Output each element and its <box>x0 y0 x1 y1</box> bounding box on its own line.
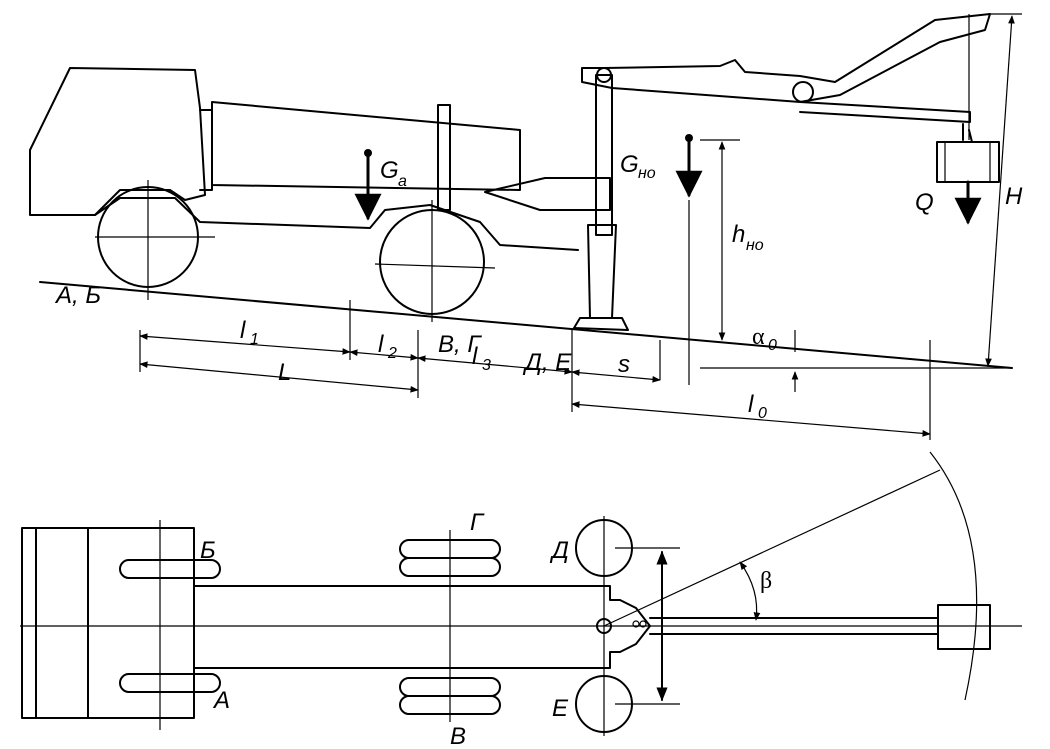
dim-l2 <box>349 349 419 361</box>
truck-cab <box>29 67 206 216</box>
label-l2: l <box>378 331 384 358</box>
body-post <box>437 104 451 211</box>
label-plan-e: Е <box>552 695 569 722</box>
label-l0-sub: 0 <box>758 405 767 422</box>
dim-L <box>139 361 419 393</box>
label-de: Д, Е <box>522 349 572 376</box>
boom-lower-arm <box>799 101 971 123</box>
dim-l0 <box>571 401 931 437</box>
label-alpha-sub: 0 <box>768 337 777 354</box>
label-gno-sub: но <box>638 165 656 182</box>
crane-boom <box>581 13 991 103</box>
label-ga-sub: a <box>398 173 407 190</box>
plan-wheel-a <box>119 673 221 693</box>
dim-H <box>985 15 1015 367</box>
plan-frame <box>193 585 651 669</box>
label-l2-sub: 2 <box>387 345 397 362</box>
label-hno-sub: но <box>746 237 764 254</box>
dim-s <box>571 369 661 383</box>
swing-arc <box>929 451 978 701</box>
label-l0: l <box>748 391 754 418</box>
label-H: H <box>1005 183 1023 210</box>
label-ga: G <box>380 157 399 184</box>
label-plan-b: Б <box>200 537 216 564</box>
plan-pivot <box>596 618 612 634</box>
plan-cab <box>21 527 195 719</box>
label-L: L <box>278 359 291 386</box>
crane-column <box>595 74 613 236</box>
label-ab: А, Б <box>54 282 101 309</box>
gno-point <box>685 134 693 142</box>
plan-view: Б А Г В Д Е β <box>20 451 1022 749</box>
label-l3-sub: 3 <box>482 357 491 374</box>
label-plan-v: В <box>450 723 466 749</box>
label-hno: h <box>732 221 745 248</box>
outrigger-leg <box>573 224 629 331</box>
label-beta: β <box>760 568 772 594</box>
label-l1: l <box>240 317 246 344</box>
plan-load <box>937 604 991 650</box>
chassis <box>94 197 579 251</box>
plan-wheel-b <box>119 559 221 579</box>
plan-boom <box>649 617 939 635</box>
ga-point <box>364 149 372 157</box>
dim-l1 <box>139 333 351 355</box>
label-alpha: α <box>752 324 765 350</box>
label-q: Q <box>915 189 934 216</box>
truck-body <box>211 101 521 191</box>
label-l1-sub: 1 <box>250 331 259 348</box>
side-view: А, Б В, Г Д, Е G a G но h но Q H l 1 l 2… <box>29 13 1023 440</box>
label-plan-g: Г <box>470 509 485 536</box>
dim-l3 <box>417 355 573 375</box>
ground-line <box>39 281 1013 369</box>
label-gno: G <box>620 151 639 178</box>
boom-base <box>484 177 611 211</box>
beta-arc <box>739 561 761 621</box>
hook <box>962 123 973 143</box>
label-plan-d: Д <box>549 537 569 564</box>
label-s: s <box>618 351 630 378</box>
label-plan-a: А <box>212 687 230 714</box>
label-vg: В, Г <box>438 331 482 358</box>
label-l3: l <box>472 343 478 370</box>
